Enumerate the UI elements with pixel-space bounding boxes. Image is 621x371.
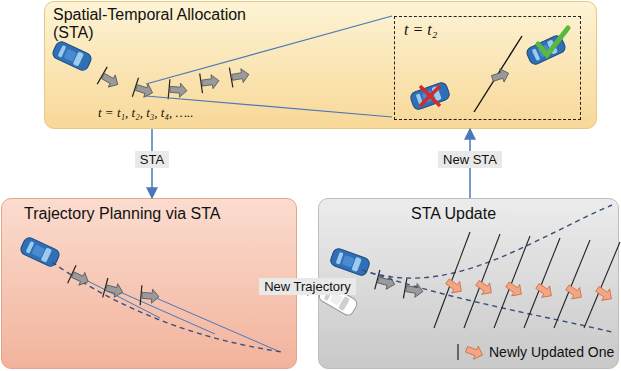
heading-arrow	[375, 270, 398, 294]
heading-arrow	[97, 67, 123, 93]
car-icon	[525, 34, 567, 66]
panel-title: Spatial-Temporal Allocation (STA)	[53, 6, 288, 43]
car-icon	[51, 40, 93, 72]
panel-title: STA Update	[411, 205, 496, 223]
time-steps: t = t₁, t₂, t₃, t₄, …..	[98, 106, 193, 121]
edge-label: New Trajectory	[259, 278, 356, 295]
car-icon	[19, 236, 61, 268]
panel-box: Trajectory Planning via STA	[1, 198, 297, 369]
car-icon	[409, 81, 451, 111]
heading-arrow	[403, 279, 424, 302]
inset-box: t = t₂	[394, 16, 581, 120]
heading-arrow	[132, 78, 155, 103]
heading-arrow	[443, 276, 465, 297]
heading-arrow	[103, 278, 126, 302]
car-icon	[329, 247, 371, 277]
panel-box: STA Update	[318, 198, 619, 369]
edge-label: New STA	[438, 151, 502, 168]
heading-arrow	[563, 282, 585, 303]
heading-arrow	[533, 280, 555, 301]
legend-text: Newly Updated One	[489, 344, 614, 360]
heading-arrow	[473, 277, 495, 298]
edge-label: STA	[135, 151, 169, 168]
heading-arrow	[68, 265, 93, 291]
heading-arrow	[490, 67, 510, 86]
heading-arrow	[168, 79, 188, 100]
heading-arrow	[503, 279, 525, 300]
legend-entry: Newly Updated One	[452, 342, 614, 362]
panel-title: t = t₂	[404, 21, 437, 39]
legend-sample	[452, 342, 486, 362]
heading-arrow	[229, 65, 250, 88]
heading-arrow	[140, 285, 160, 306]
panel-title: Trajectory Planning via STA	[24, 205, 221, 223]
heading-arrow	[200, 71, 221, 93]
heading-arrow	[593, 283, 615, 304]
